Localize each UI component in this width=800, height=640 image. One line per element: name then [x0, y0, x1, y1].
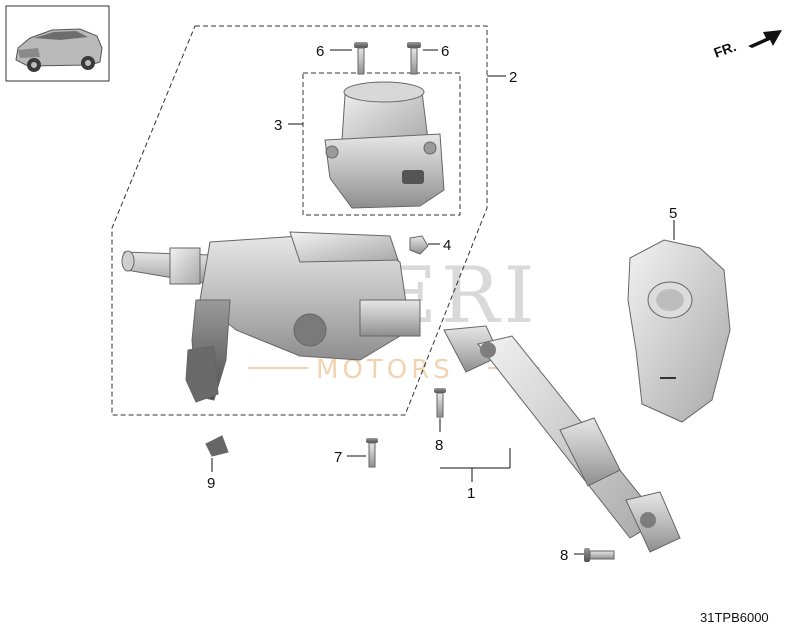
bolt-part [434, 388, 446, 418]
bolt-part [407, 42, 421, 75]
nut-part [409, 235, 429, 255]
bolt-part [366, 438, 378, 468]
callout-3: 3 [274, 117, 282, 134]
intermediate-shaft-part [443, 325, 681, 553]
bracket-part [205, 435, 229, 457]
callout-6-right: 6 [441, 43, 449, 60]
callout-7: 7 [334, 449, 342, 466]
leader-lines [211, 49, 675, 555]
callout-1: 1 [467, 485, 475, 502]
front-direction-indicator: FR. [712, 30, 782, 61]
drawing-code: 31TPB6000 [700, 610, 769, 625]
bolt-part [584, 548, 615, 562]
assembly-outline-motor [302, 72, 461, 216]
callout-9: 9 [207, 475, 215, 492]
bolt-part [354, 42, 368, 75]
steering-column-part [121, 231, 421, 403]
callout-labels: 6 6 2 3 4 5 7 8 8 1 9 [207, 43, 677, 564]
callout-8-upper: 8 [435, 437, 443, 454]
front-arrow-icon [748, 30, 782, 48]
front-direction-label: FR. [712, 38, 739, 61]
vehicle-thumbnail-icon [5, 5, 110, 82]
callout-6-left: 6 [316, 43, 324, 60]
callout-4: 4 [443, 237, 451, 254]
callout-8-lower: 8 [560, 547, 568, 564]
watermark-line2: MOTORS [316, 355, 454, 385]
column-cover-part [627, 239, 731, 423]
motor-part [324, 81, 445, 209]
callout-2: 2 [509, 69, 517, 86]
callout-5: 5 [669, 205, 677, 222]
assembly-outline-column [111, 25, 488, 416]
